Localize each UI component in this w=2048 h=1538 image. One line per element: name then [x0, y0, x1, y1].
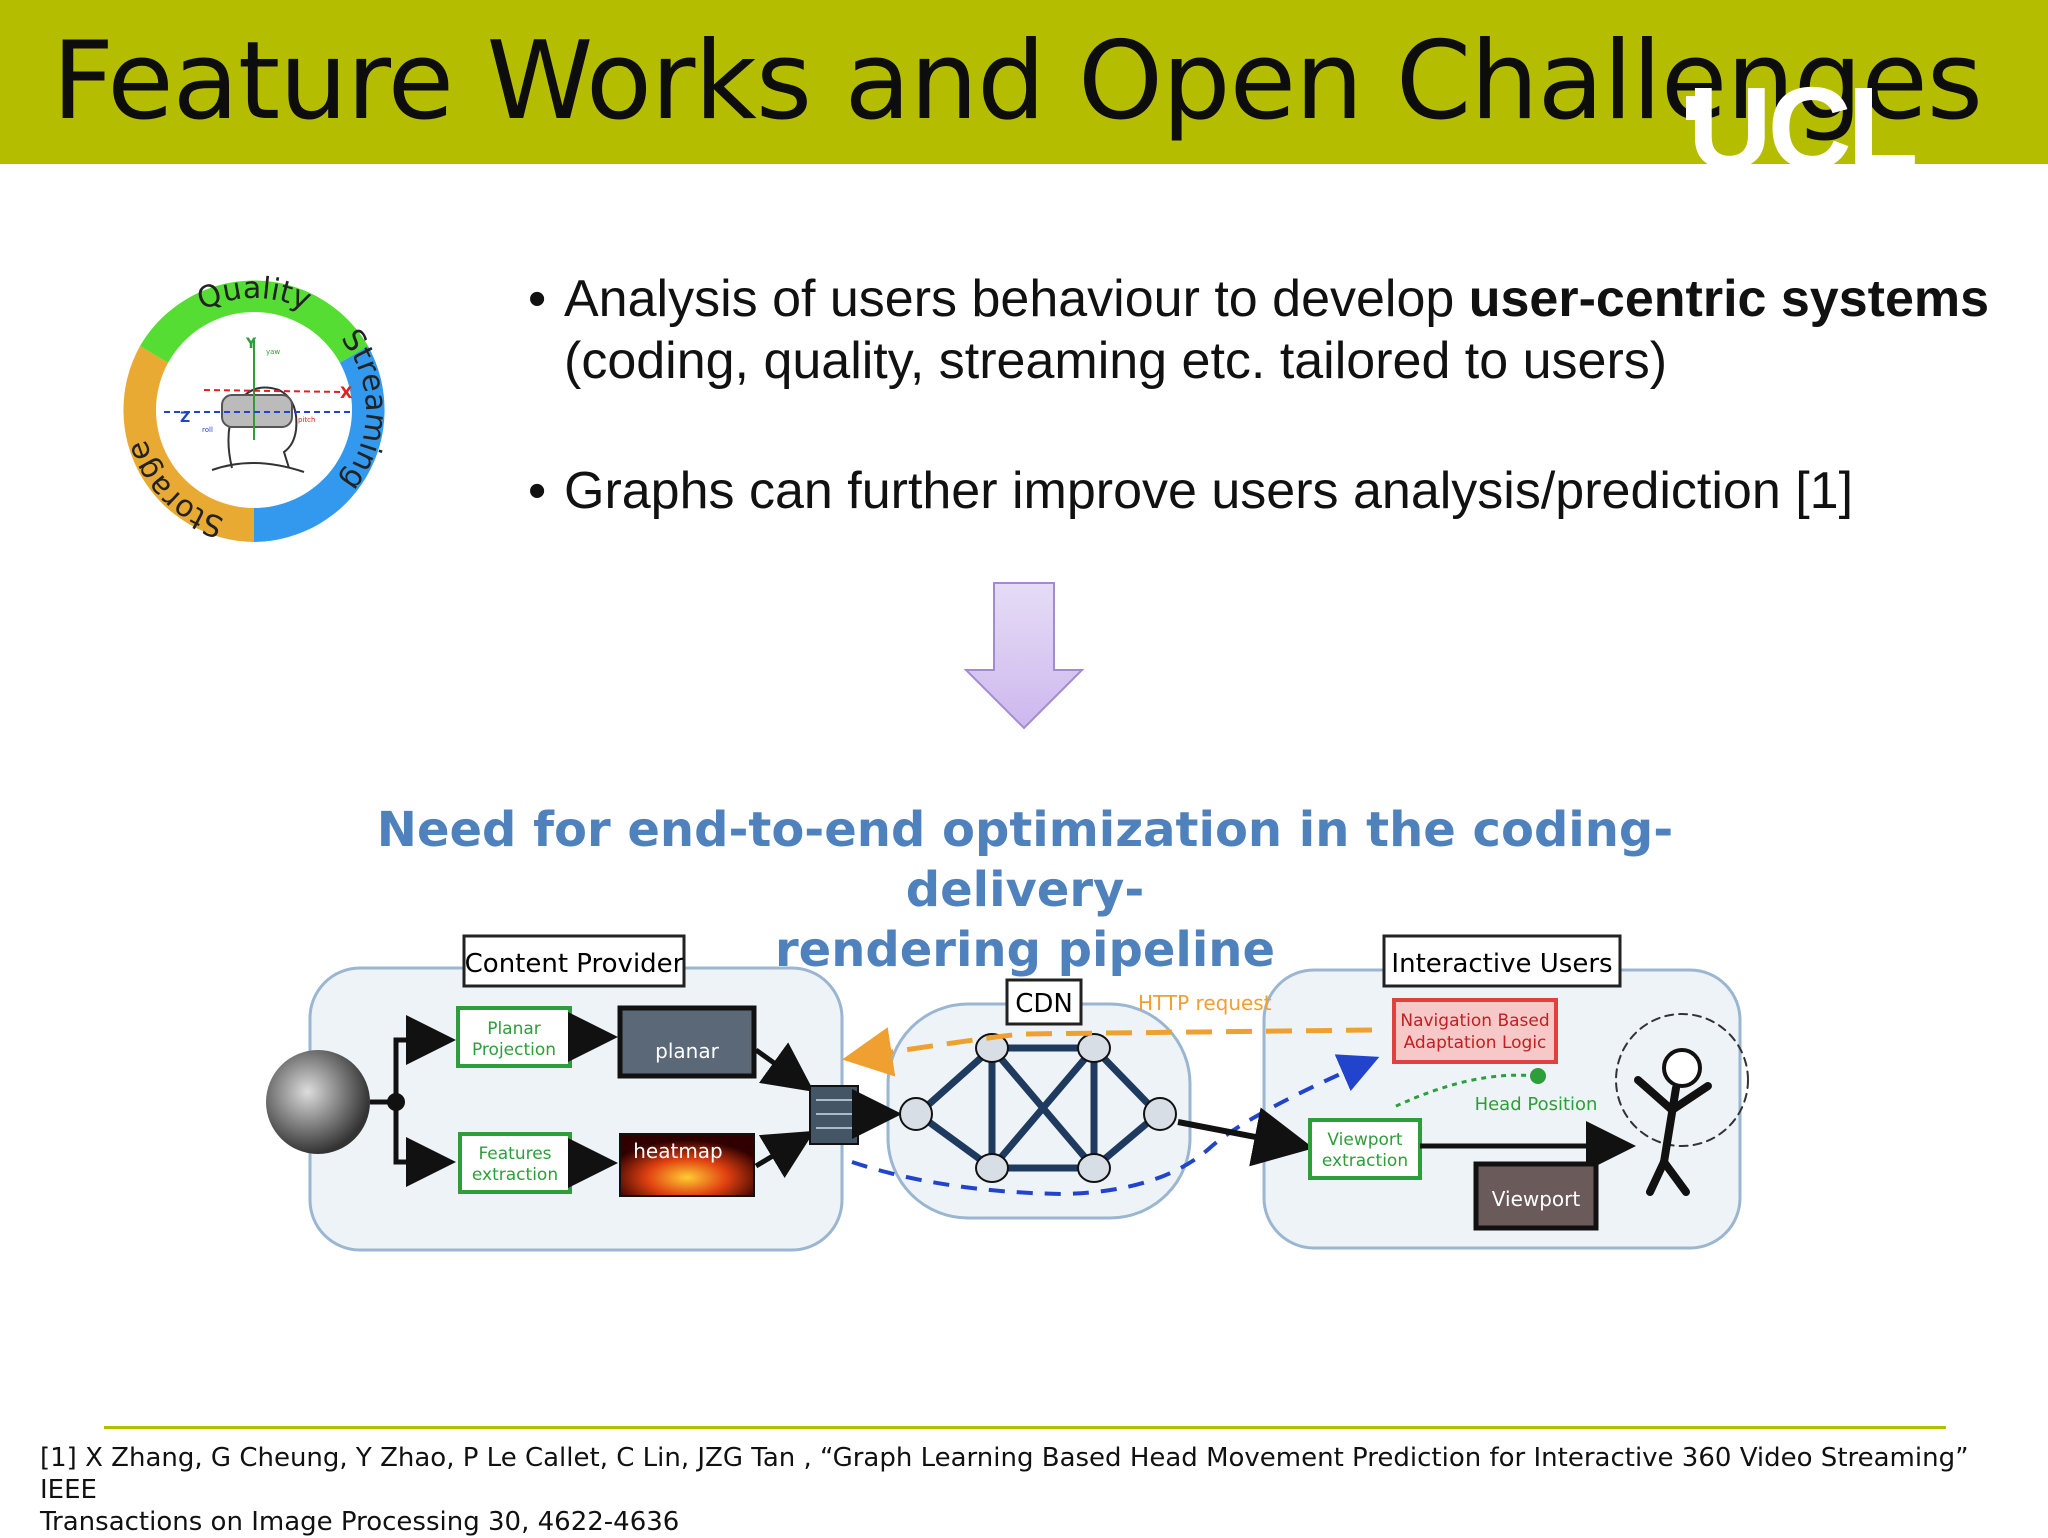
bullet-2-text: Graphs can further improve users analysi… [564, 462, 1854, 520]
citation-line-1: [1] X Zhang, G Cheung, Y Zhao, P Le Call… [40, 1443, 1969, 1505]
ucl-logo-mark [1686, 96, 1698, 120]
vr-user-icon [1615, 1013, 1749, 1196]
headline-line-1: Need for end-to-end optimization in the … [376, 802, 1674, 918]
bullet-user-centric: Analysis of users behaviour to develop u… [528, 268, 2018, 392]
planar-projection-label-2: Projection [472, 1040, 556, 1060]
x-axis-label: X [340, 383, 353, 402]
viewport-image-label: Viewport [1492, 1187, 1581, 1211]
down-arrow-icon [963, 582, 1085, 730]
pitch-label: pitch [298, 416, 315, 424]
bullet-1-bold: user-centric systems [1468, 270, 1990, 328]
features-extraction-box [458, 1132, 572, 1194]
yaw-label: yaw [266, 348, 280, 356]
sphere-360-image [266, 1050, 370, 1154]
quality-segment [140, 280, 368, 364]
viewport-extraction-label-1: Viewport [1327, 1130, 1403, 1150]
cdn-node-icons [899, 1033, 1177, 1183]
server-icon [809, 1085, 859, 1145]
roll-label: roll [202, 426, 213, 434]
heatmap-image [619, 1133, 755, 1197]
title-bar [0, 0, 2048, 164]
streaming-segment [254, 346, 385, 542]
viewport-extraction-label-2: extraction [1322, 1151, 1408, 1171]
pipeline-diagram: Content Provider CDN Interactive Users P… [266, 934, 1749, 1252]
bullet-1-text-end: (coding, quality, streaming etc. tailore… [564, 332, 1668, 390]
storage-segment [123, 346, 254, 542]
http-request-arrow [842, 1027, 1373, 1077]
interactive-users-label: Interactive Users [1391, 949, 1612, 979]
cdn-label: CDN [1015, 989, 1073, 1019]
citation-line-2: Transactions on Image Processing 30, 462… [40, 1507, 680, 1537]
vr-head-icon [164, 340, 354, 473]
citation: [1] X Zhang, G Cheung, Y Zhao, P Le Call… [40, 1442, 2020, 1538]
planar-projection-box [456, 1006, 572, 1068]
content-provider-label: Content Provider [465, 949, 684, 979]
bullet-graphs: Graphs can further improve users analysi… [528, 460, 2018, 522]
nav-logic-label-1: Navigation Based [1400, 1011, 1549, 1031]
quality-streaming-storage-cycle: Quality Streaming Storage Y yaw X pitch … [120, 271, 394, 544]
delivery-path-arrow [851, 1054, 1380, 1197]
http-request-label: HTTP request [1138, 991, 1272, 1015]
navigation-adaptation-box [1392, 998, 1558, 1064]
footer-divider [104, 1426, 1946, 1429]
planar-image [617, 1005, 757, 1079]
y-axis-label: Y [245, 336, 257, 352]
pipeline-headline: Need for end-to-end optimization in the … [300, 800, 1750, 980]
slide-title: Feature Works and Open Challenges [52, 19, 1983, 144]
viewport-image [1473, 1161, 1599, 1231]
viewport-extraction-box [1308, 1118, 1422, 1180]
bullet-list: Analysis of users behaviour to develop u… [528, 268, 2018, 590]
headline-line-2: rendering pipeline [774, 922, 1276, 978]
planar-projection-label-1: Planar [487, 1019, 541, 1039]
features-extraction-label-2: extraction [472, 1165, 558, 1185]
ucl-logo: UCL [1688, 63, 1918, 193]
features-extraction-label-1: Features [478, 1144, 551, 1164]
nav-logic-label-2: Adaptation Logic [1404, 1033, 1547, 1053]
content-provider-box [308, 966, 844, 1252]
z-axis-label: Z [180, 410, 190, 426]
planar-image-label: planar [655, 1039, 719, 1063]
heatmap-image-label: heatmap [633, 1139, 723, 1163]
bullet-1-text: Analysis of users behaviour to develop [564, 270, 1469, 328]
head-position-label: Head Position [1475, 1094, 1598, 1115]
